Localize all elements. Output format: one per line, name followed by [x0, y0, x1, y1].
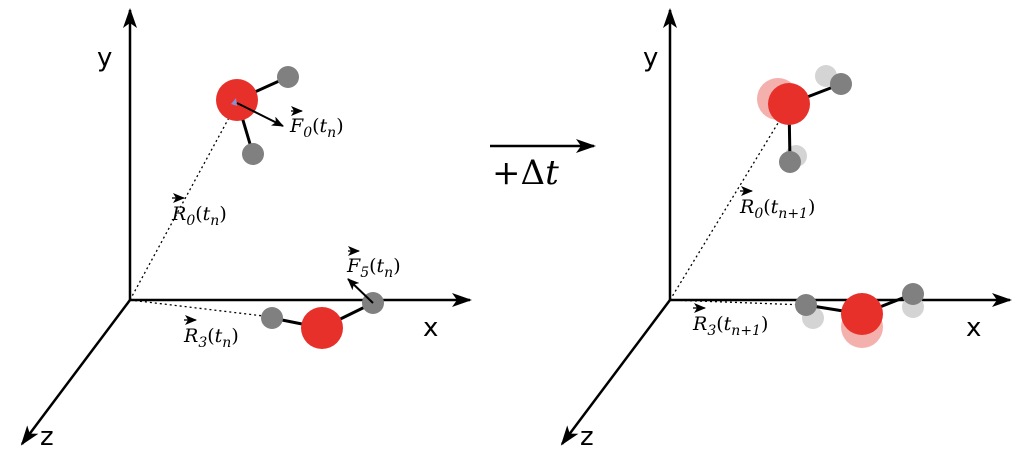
label-left-r0: R0(tn) [171, 193, 227, 229]
label-left-r3: R3(tn) [183, 315, 239, 351]
left-r3-dotted [129, 299, 273, 318]
timestep-label: +Δt [492, 153, 559, 193]
right-y-label: y [643, 43, 658, 73]
hydrogen-atom [261, 307, 283, 329]
hydrogen-atom [902, 283, 924, 305]
svg-text:R3(tn): R3(tn) [183, 325, 239, 351]
label-right-r3: R3(tn+1) [692, 303, 768, 339]
svg-text:F5(tn): F5(tn) [346, 255, 401, 281]
left-water-molecule-lower [261, 278, 384, 349]
left-z-label: z [40, 422, 54, 452]
hydrogen-atom [242, 143, 264, 165]
label-left-f0: F0(tn) [289, 106, 344, 141]
force-f0-arrow [236, 102, 284, 127]
hydrogen-atom [779, 151, 801, 173]
hydrogen-atom [830, 73, 852, 95]
label-right-r0: R0(tn+1) [739, 186, 815, 222]
right-panel: y x z R0(tn+1) [560, 8, 1012, 452]
svg-text:F0(tn): F0(tn) [289, 115, 344, 141]
right-r0-dotted [669, 109, 787, 301]
right-z-axis [560, 299, 671, 446]
svg-text:R3(tn+1): R3(tn+1) [692, 313, 768, 339]
left-panel: y x z R0(tn) [20, 8, 472, 452]
timestep-arrow: +Δt [490, 139, 596, 193]
oxygen-atom [301, 307, 343, 349]
right-water-molecule-lower [795, 283, 924, 348]
left-r0-dotted [129, 102, 238, 301]
force-f5-arrow [347, 278, 374, 304]
oxygen-atom [216, 79, 258, 121]
left-water-molecule-upper [216, 66, 299, 165]
right-z-label: z [580, 422, 594, 452]
svg-text:R0(tn): R0(tn) [171, 203, 227, 229]
svg-text:R0(tn+1): R0(tn+1) [739, 196, 815, 222]
left-z-axis [20, 299, 131, 446]
oxygen-atom [841, 293, 883, 335]
hydrogen-atom [277, 66, 299, 88]
label-left-f5: F5(tn) [346, 246, 401, 281]
left-y-label: y [97, 43, 112, 73]
right-water-molecule-upper [757, 65, 852, 173]
left-x-label: x [423, 313, 438, 343]
hydrogen-atom [795, 294, 817, 316]
oxygen-atom [768, 83, 810, 125]
right-x-label: x [966, 313, 981, 343]
